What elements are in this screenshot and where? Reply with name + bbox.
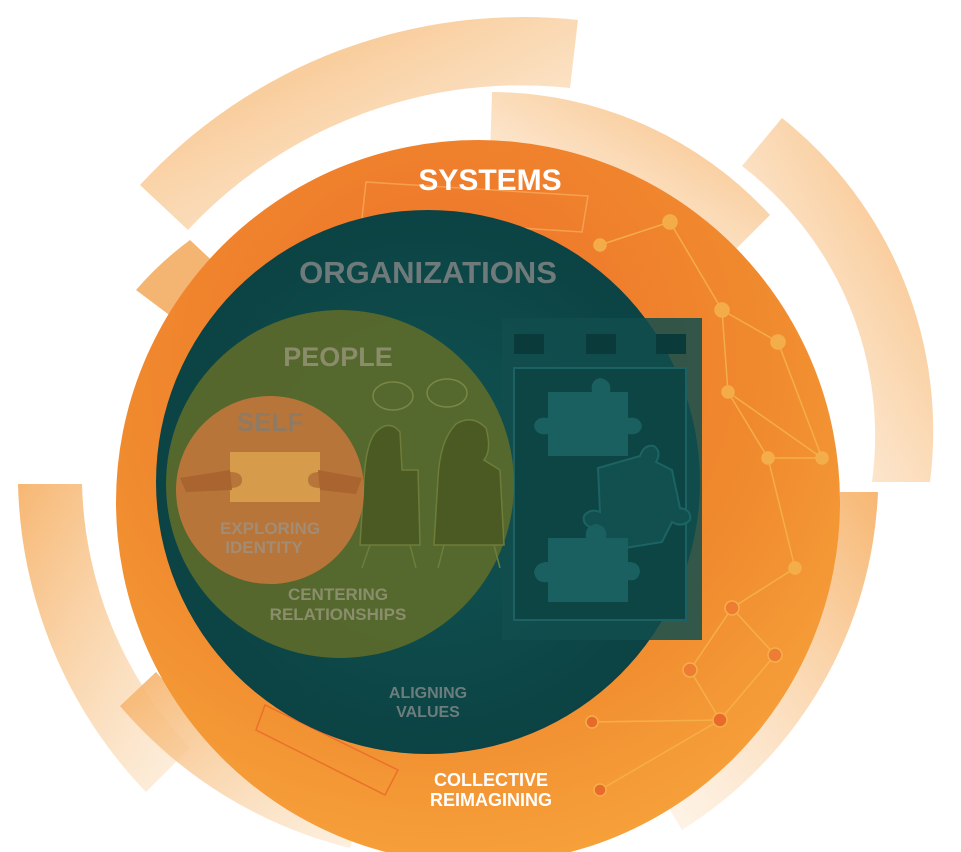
speech-bubble-icon <box>372 381 414 411</box>
building-puzzle-illustration <box>502 318 702 640</box>
systems-label: SYSTEMS <box>418 164 561 197</box>
exploring-identity-line1: EXPLORING <box>220 519 320 538</box>
arc-left-small <box>136 240 222 320</box>
collective-label-band <box>255 703 400 797</box>
puzzle-piece-icon <box>534 378 642 456</box>
puzzle-piece-icon <box>582 444 692 554</box>
exploring-identity-line2: IDENTITY <box>225 538 303 557</box>
person-icon <box>359 424 421 546</box>
arc-top-left <box>140 17 578 230</box>
systems-label-band <box>361 181 589 233</box>
aligning-values-line1: ALIGNING <box>389 685 467 702</box>
network-graphic <box>585 214 829 797</box>
speech-bubble-icon <box>426 378 468 408</box>
collective-reimagining-line2: REIMAGINING <box>430 790 552 810</box>
organizations-label: ORGANIZATIONS <box>299 255 557 290</box>
person-icon <box>433 419 505 546</box>
puzzle-handshake-icon <box>230 452 320 502</box>
centering-relationships-line2: RELATIONSHIPS <box>270 605 407 624</box>
people-label: PEOPLE <box>283 342 393 372</box>
self-label: SELF <box>237 407 303 437</box>
puzzle-piece-icon <box>534 524 640 602</box>
hand-right-icon <box>318 470 362 494</box>
collective-reimagining-line1: COLLECTIVE <box>434 770 548 790</box>
people-illustration <box>359 378 505 569</box>
aligning-values-line2: VALUES <box>396 704 460 721</box>
arc-right <box>742 118 934 482</box>
hand-left-icon <box>180 470 232 492</box>
centering-relationships-line1: CENTERING <box>288 585 388 604</box>
